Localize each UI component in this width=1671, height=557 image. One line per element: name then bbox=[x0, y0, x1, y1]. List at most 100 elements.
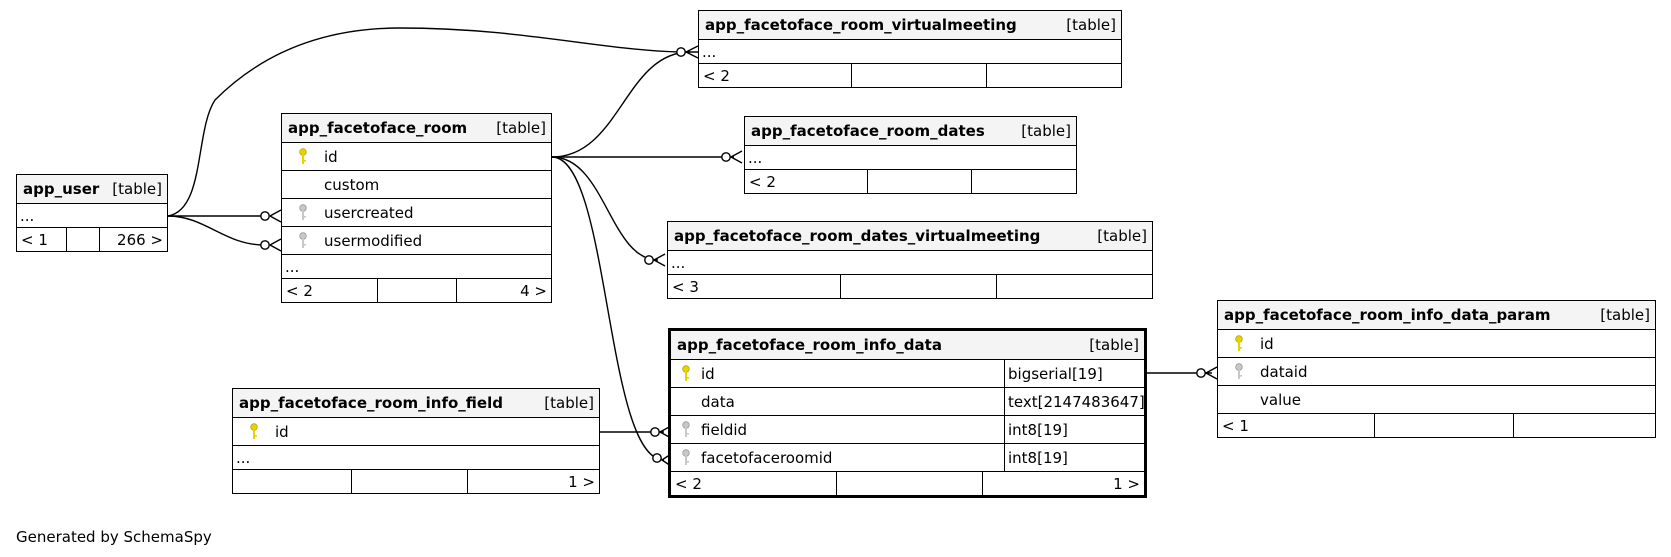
footer-cell bbox=[837, 472, 983, 495]
table-app-facetoface-room-dates[interactable]: app_facetoface_room_dates [table] ... < … bbox=[744, 116, 1077, 194]
table-name: app_facetoface_room_virtualmeeting bbox=[705, 16, 1017, 34]
footer-cell bbox=[841, 275, 997, 298]
table-footer: < 3 bbox=[668, 275, 1152, 298]
column-name: id bbox=[701, 364, 715, 383]
column-row: facetofaceroomid int8[19] bbox=[671, 444, 1144, 472]
edge-room-infodata bbox=[551, 156, 665, 461]
foreign-key-icon bbox=[282, 203, 324, 222]
table-header: app_facetoface_room_dates [table] bbox=[745, 117, 1076, 146]
column-name: usermodified bbox=[324, 231, 423, 250]
foreign-key-icon bbox=[282, 231, 324, 250]
column-name: dataid bbox=[1260, 362, 1308, 381]
column-row: id bbox=[1218, 330, 1655, 358]
table-app-facetoface-room-virtualmeeting[interactable]: app_facetoface_room_virtualmeeting [tabl… bbox=[698, 10, 1122, 88]
column-name: value bbox=[1260, 390, 1301, 409]
column-name: custom bbox=[324, 175, 380, 194]
parent-count[interactable]: < 2 bbox=[745, 170, 868, 193]
child-count[interactable]: 1 > bbox=[568, 472, 595, 491]
parent-count[interactable]: < 3 bbox=[668, 275, 841, 298]
column-row: id bigserial[19] bbox=[671, 360, 1144, 388]
column-row: usermodified bbox=[282, 227, 551, 255]
column-name: id bbox=[275, 422, 289, 441]
table-kind: [table] bbox=[544, 394, 594, 412]
column-name: facetofaceroomid bbox=[701, 448, 833, 467]
parent-count[interactable]: < 2 bbox=[699, 64, 852, 87]
more-columns: ... bbox=[745, 146, 1076, 170]
table-name: app_facetoface_room_info_data_param bbox=[1224, 306, 1551, 324]
column-row: fieldid int8[19] bbox=[671, 416, 1144, 444]
table-footer: 1 > bbox=[233, 470, 599, 493]
more-columns: ... bbox=[233, 446, 599, 470]
parent-count[interactable]: < 1 bbox=[17, 228, 67, 251]
column-name: id bbox=[324, 147, 338, 166]
table-header: app_user [table] bbox=[17, 175, 167, 204]
column-type: text[2147483647] bbox=[1004, 388, 1145, 415]
table-app-facetoface-room-info-data[interactable]: app_facetoface_room_info_data [table] id… bbox=[668, 328, 1147, 498]
column-row: value bbox=[1218, 386, 1655, 414]
column-name: usercreated bbox=[324, 203, 414, 222]
footer-cell bbox=[868, 170, 972, 193]
column-row: dataid bbox=[1218, 358, 1655, 386]
child-count[interactable]: 266 > bbox=[117, 230, 163, 249]
table-footer: < 2 4 > bbox=[282, 279, 551, 302]
more-columns: ... bbox=[699, 40, 1121, 64]
primary-key-icon bbox=[1218, 334, 1260, 353]
footer-cell bbox=[1514, 414, 1655, 437]
primary-key-icon bbox=[671, 364, 701, 383]
footer-cell bbox=[852, 64, 987, 87]
column-row: usercreated bbox=[282, 199, 551, 227]
table-name: app_facetoface_room_info_data bbox=[677, 336, 942, 354]
table-name: app_facetoface_room_dates_virtualmeeting bbox=[674, 227, 1041, 245]
column-row: id bbox=[282, 143, 551, 171]
column-row: custom bbox=[282, 171, 551, 199]
edge-room-dates-vm bbox=[551, 156, 659, 261]
footer-cell bbox=[987, 64, 1121, 87]
column-name: fieldid bbox=[701, 420, 748, 439]
generator-credit: Generated by SchemaSpy bbox=[16, 528, 212, 546]
parent-count[interactable]: < 2 bbox=[671, 472, 837, 495]
table-app-user[interactable]: app_user [table] ... < 1 266 > bbox=[16, 174, 168, 252]
table-kind: [table] bbox=[1089, 336, 1139, 354]
table-app-facetoface-room-info-data-param[interactable]: app_facetoface_room_info_data_param [tab… bbox=[1217, 300, 1656, 438]
column-name: data bbox=[701, 392, 735, 411]
edge-user-usermodified bbox=[167, 215, 265, 246]
column-type: int8[19] bbox=[1004, 444, 1144, 471]
more-columns: ... bbox=[668, 251, 1152, 275]
table-header: app_facetoface_room_virtualmeeting [tabl… bbox=[699, 11, 1121, 40]
foreign-key-icon bbox=[1218, 362, 1260, 381]
parent-count[interactable]: < 2 bbox=[282, 279, 378, 302]
footer-cell bbox=[352, 470, 468, 493]
table-app-facetoface-room[interactable]: app_facetoface_room [table] id custom us… bbox=[281, 113, 552, 303]
edge-user-virtualmeeting bbox=[167, 27, 681, 217]
table-footer: < 1 266 > bbox=[17, 228, 167, 251]
table-kind: [table] bbox=[1066, 16, 1116, 34]
table-kind: [table] bbox=[1097, 227, 1147, 245]
column-name: id bbox=[1260, 334, 1274, 353]
parent-count[interactable]: < 1 bbox=[1218, 414, 1375, 437]
table-header: app_facetoface_room_info_data_param [tab… bbox=[1218, 301, 1655, 330]
column-type: int8[19] bbox=[1004, 416, 1144, 443]
footer-cell bbox=[972, 170, 1076, 193]
table-app-facetoface-room-info-field[interactable]: app_facetoface_room_info_field [table] i… bbox=[232, 388, 600, 494]
edge-room-virtualmeeting bbox=[551, 51, 691, 158]
table-footer: < 1 bbox=[1218, 414, 1655, 437]
primary-key-icon bbox=[233, 422, 275, 441]
table-kind: [table] bbox=[1600, 306, 1650, 324]
column-type: bigserial[19] bbox=[1004, 360, 1144, 387]
table-name: app_facetoface_room bbox=[288, 119, 468, 137]
table-header: app_facetoface_room_dates_virtualmeeting… bbox=[668, 222, 1152, 251]
table-kind: [table] bbox=[496, 119, 546, 137]
child-count[interactable]: 1 > bbox=[1113, 474, 1140, 493]
footer-cell bbox=[1375, 414, 1514, 437]
footer-cell bbox=[67, 228, 100, 251]
column-row: data text[2147483647] bbox=[671, 388, 1145, 416]
more-columns: ... bbox=[17, 204, 167, 228]
table-name: app_facetoface_room_info_field bbox=[239, 394, 503, 412]
child-count[interactable]: 4 > bbox=[520, 281, 547, 300]
table-footer: < 2 bbox=[699, 64, 1121, 87]
more-columns: ... bbox=[282, 255, 551, 279]
table-app-facetoface-room-dates-virtualmeeting[interactable]: app_facetoface_room_dates_virtualmeeting… bbox=[667, 221, 1153, 299]
column-row: id bbox=[233, 418, 599, 446]
foreign-key-icon bbox=[671, 448, 701, 467]
table-kind: [table] bbox=[112, 180, 162, 198]
